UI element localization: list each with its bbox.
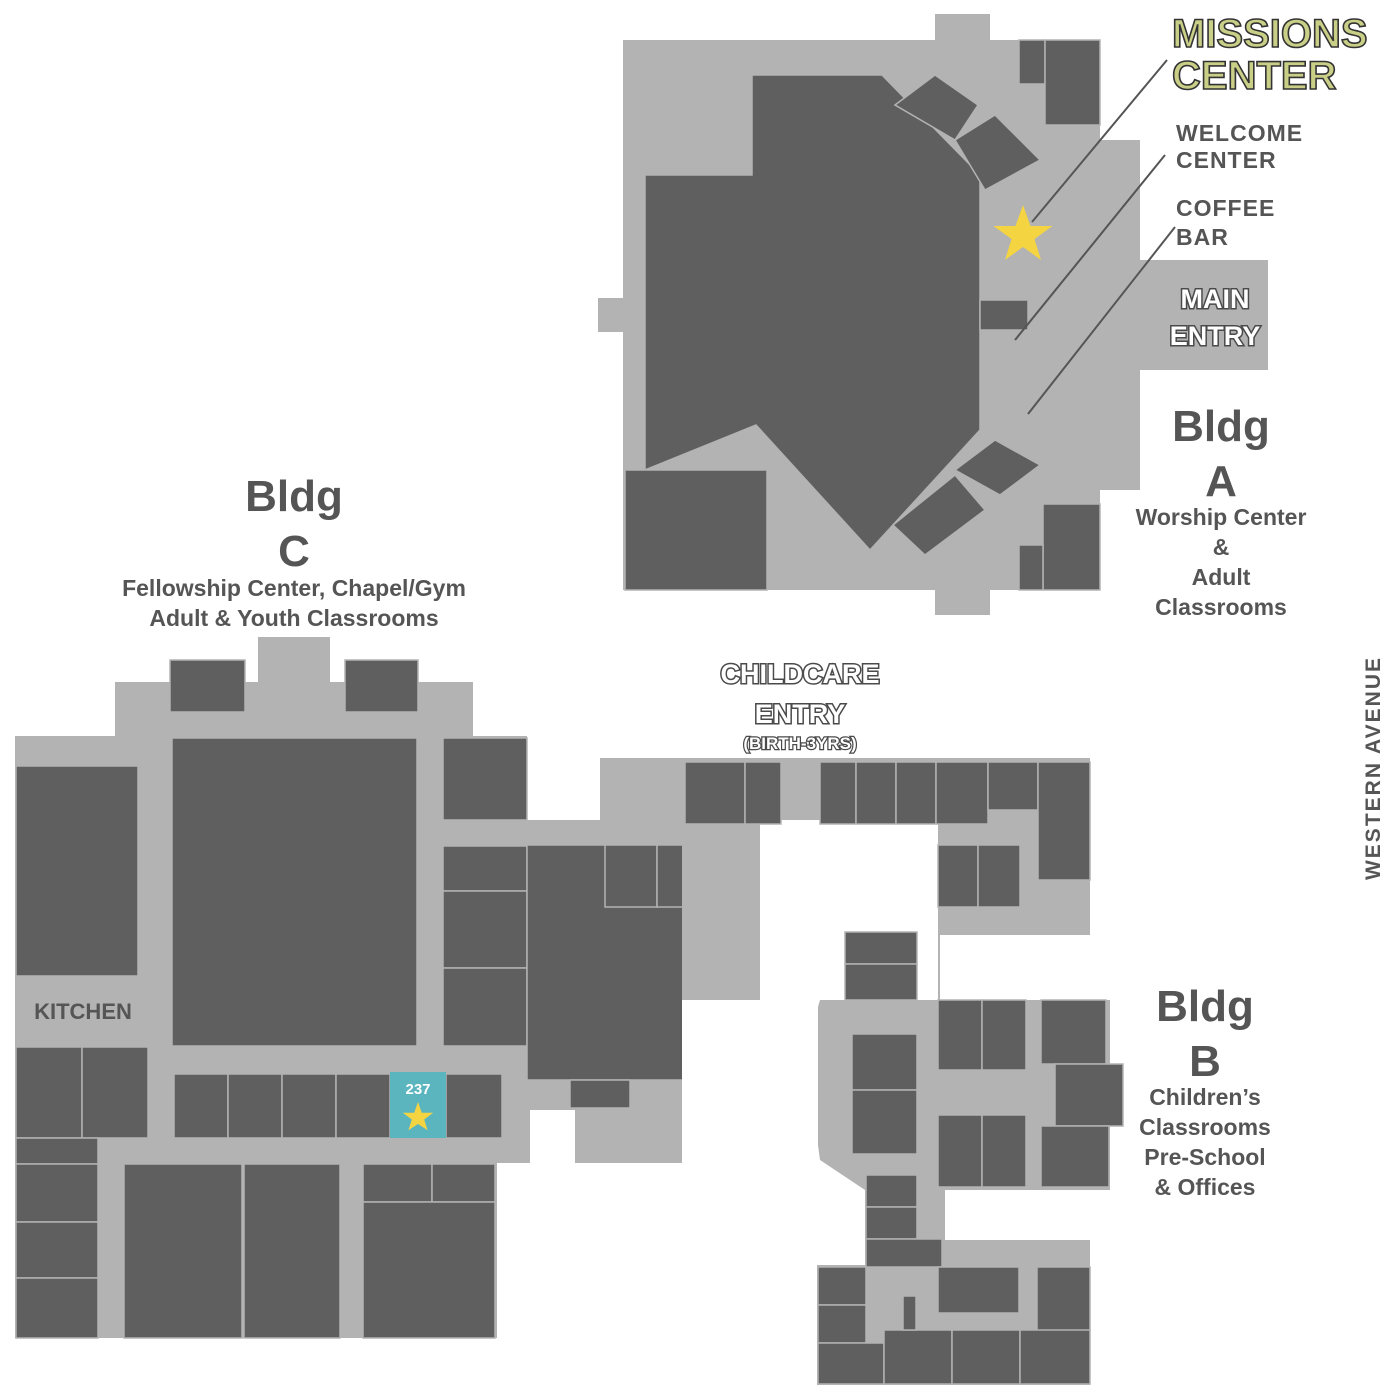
star-icon xyxy=(402,1102,434,1131)
building-b-description: Classrooms xyxy=(1139,1114,1271,1140)
coffee-bar-label: COFFEE xyxy=(1176,195,1275,221)
missions-center-label: CENTER xyxy=(1172,54,1337,98)
childrens-classroom[interactable] xyxy=(937,1114,983,1188)
main-entry-label: MAIN xyxy=(1181,284,1250,314)
chapel-gym-room[interactable] xyxy=(171,737,418,1047)
adult-classroom[interactable] xyxy=(624,469,768,591)
coffee-bar-label: BAR xyxy=(1176,224,1229,250)
room-237-number: 237 xyxy=(405,1081,430,1098)
building-b-floorplan xyxy=(682,758,1124,1385)
missions-center-pointer xyxy=(1031,59,1168,223)
street-label: WESTERN AVENUE xyxy=(1362,656,1385,880)
adult-classroom[interactable] xyxy=(1044,39,1101,126)
coffee-bar-pointer xyxy=(1027,226,1176,415)
building-a-description: Adult xyxy=(1192,564,1251,590)
childcare-entry-label: CHILDCARE xyxy=(721,659,880,689)
building-b-description: Children’s xyxy=(1149,1084,1261,1110)
childcare-entry-label: ENTRY xyxy=(755,699,846,729)
building-a-description: & xyxy=(1213,534,1230,560)
childrens-classroom[interactable] xyxy=(1040,999,1107,1065)
childrens-classroom[interactable] xyxy=(981,999,1027,1071)
childrens-classroom[interactable] xyxy=(937,999,983,1071)
building-a-floorplan xyxy=(598,14,1268,615)
building-c-description: Adult & Youth Classrooms xyxy=(149,605,438,631)
missions-center-label: MISSIONS xyxy=(1172,12,1368,56)
building-b-title: Bldg xyxy=(1156,982,1254,1031)
star-icon xyxy=(993,205,1053,260)
building-a-description: Worship Center xyxy=(1136,504,1307,530)
welcome-center-label: CENTER xyxy=(1176,147,1277,173)
building-b-description: Pre-School xyxy=(1144,1144,1265,1170)
childrens-classroom[interactable] xyxy=(1054,1063,1124,1127)
kitchen-label: KITCHEN xyxy=(34,999,132,1024)
building-a-description: Classrooms xyxy=(1155,594,1287,620)
building-a-letter: A xyxy=(1205,457,1237,506)
childrens-classroom[interactable] xyxy=(1040,1125,1110,1188)
building-b-letter: B xyxy=(1189,1037,1221,1086)
building-c-letter: C xyxy=(278,527,310,576)
building-c-title: Bldg xyxy=(245,472,343,521)
welcome-center-label: WELCOME xyxy=(1176,120,1303,146)
main-entry-label: ENTRY xyxy=(1170,321,1261,351)
welcome-center-pointer xyxy=(1014,154,1166,341)
building-b-description: & Offices xyxy=(1155,1174,1256,1200)
building-a-title: Bldg xyxy=(1172,402,1270,451)
building-c-description: Fellowship Center, Chapel/Gym xyxy=(122,575,466,601)
building-c-floorplan: 237 xyxy=(15,637,818,1339)
childrens-classroom[interactable] xyxy=(981,1114,1027,1188)
childcare-entry-age: (BIRTH-3YRS) xyxy=(743,734,856,753)
adult-classroom[interactable] xyxy=(1042,503,1101,591)
